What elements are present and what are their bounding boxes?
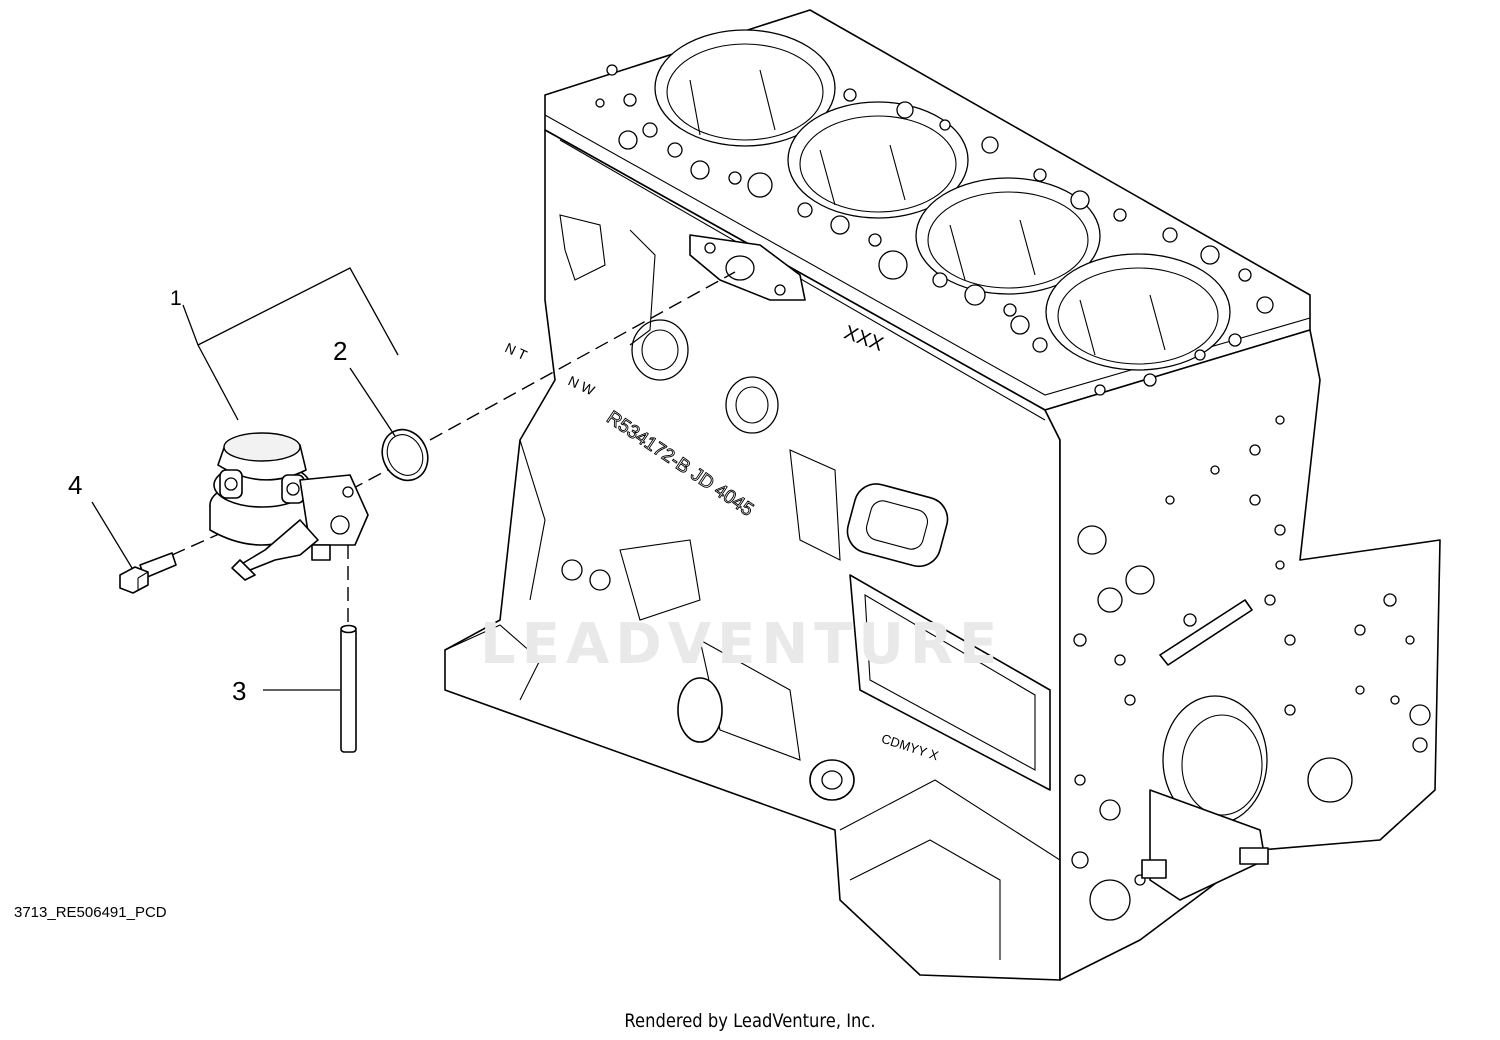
callout-3[interactable]: 3 (232, 676, 247, 706)
deck-holes (595, 64, 1274, 396)
callout-1[interactable]: 1 (170, 287, 182, 310)
cylinder-bores (654, 29, 1231, 371)
block-side-features (444, 214, 1061, 960)
cap-screw (119, 552, 177, 594)
callout-4[interactable]: 4 (68, 470, 83, 500)
render-credit: Rendered by LeadVenture, Inc. (624, 1010, 876, 1032)
push-rod (340, 624, 357, 753)
o-ring (381, 428, 429, 482)
drawing-id: 3713_RE506491_PCD (14, 904, 167, 921)
callout-2[interactable]: 2 (333, 336, 348, 366)
end-face-holes (1071, 415, 1431, 921)
engine-block: XXX N T N W R534172-B JD 4045 CDMYY X (444, 9, 1441, 981)
leader-lines (91, 267, 399, 691)
pump-mounting-pad (689, 234, 806, 301)
fuel-transfer-pump (209, 432, 369, 581)
side-marking-a: N T (503, 339, 530, 363)
watermark: LEADVENTURE (480, 612, 1004, 677)
